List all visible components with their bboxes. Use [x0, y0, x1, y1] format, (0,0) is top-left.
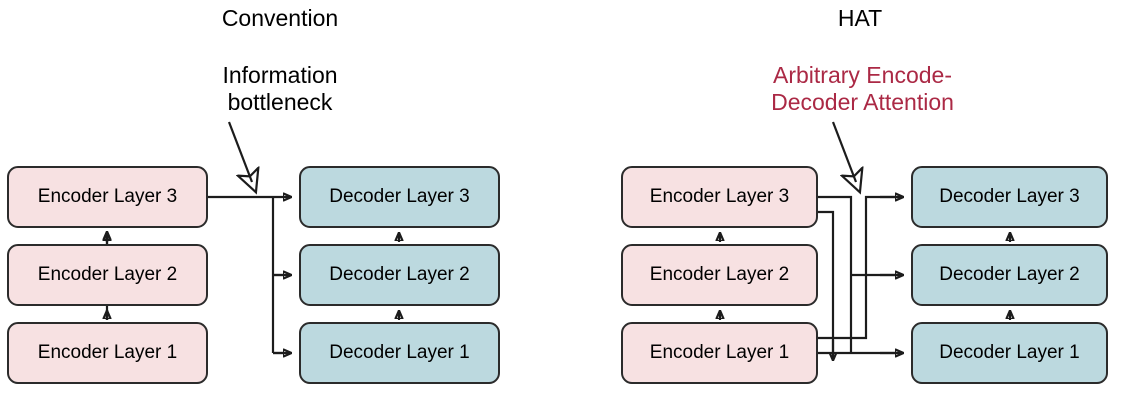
- panel-title-hat: HAT: [837, 5, 883, 31]
- convention-bottleneck-bus: [208, 197, 291, 353]
- node-hat-encoder-layer-3[interactable]: Encoder Layer 3: [621, 166, 818, 228]
- hat-link-encoder3-to-decoder2: [818, 195, 853, 353]
- node-convention-decoder-layer-3[interactable]: Decoder Layer 3: [299, 166, 500, 228]
- node-convention-encoder-layer-2[interactable]: Encoder Layer 2: [7, 244, 208, 306]
- information-bottleneck-pointer-arrow: [227, 121, 252, 182]
- node-hat-encoder-layer-2[interactable]: Encoder Layer 2: [621, 244, 818, 306]
- node-hat-decoder-layer-3[interactable]: Decoder Layer 3: [911, 166, 1108, 228]
- node-hat-decoder-layer-2[interactable]: Decoder Layer 2: [911, 244, 1108, 306]
- hat-link-encoder1-to-decoder3: [818, 197, 903, 340]
- panel-title-convention: Convention: [221, 5, 339, 31]
- hat-link-encoder3-to-decoder1: [818, 210, 833, 360]
- node-convention-decoder-layer-2[interactable]: Decoder Layer 2: [299, 244, 500, 306]
- annotation-information-bottleneck: Information bottleneck: [222, 62, 338, 115]
- node-hat-decoder-layer-1[interactable]: Decoder Layer 1: [911, 322, 1108, 384]
- node-convention-encoder-layer-1[interactable]: Encoder Layer 1: [7, 322, 208, 384]
- node-hat-encoder-layer-1[interactable]: Encoder Layer 1: [621, 322, 818, 384]
- arbitrary-attention-pointer-arrow: [831, 121, 856, 182]
- node-convention-decoder-layer-1[interactable]: Decoder Layer 1: [299, 322, 500, 384]
- node-convention-encoder-layer-3[interactable]: Encoder Layer 3: [7, 166, 208, 228]
- annotation-arbitrary-encode-decoder-attention: Arbitrary Encode- Decoder Attention: [771, 62, 954, 115]
